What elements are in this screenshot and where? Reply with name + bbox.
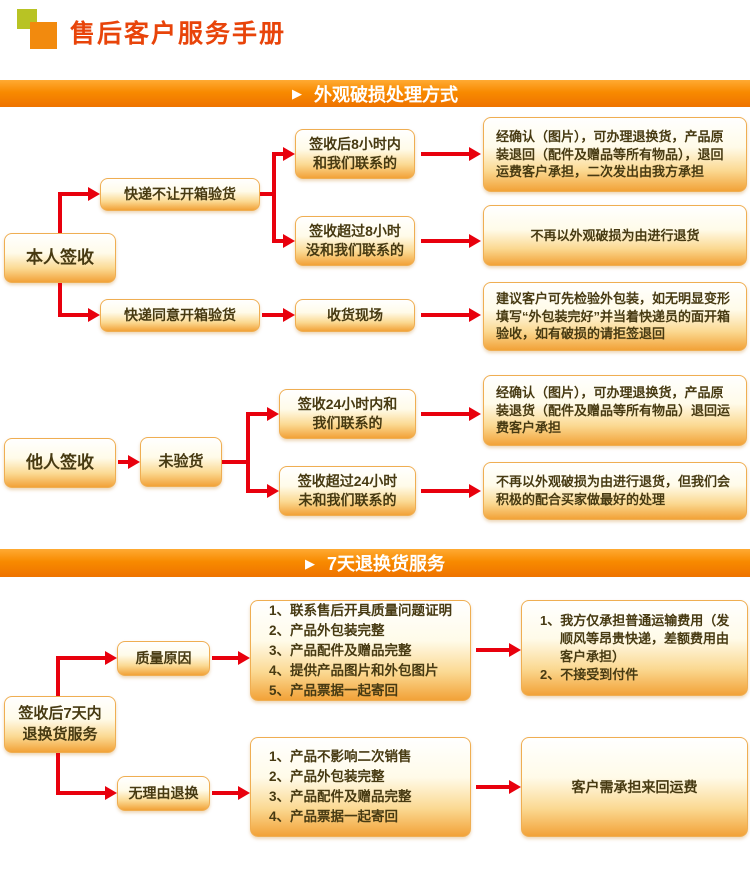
connector-scene-result bbox=[421, 313, 469, 317]
result-over-8h: 不再以外观破损为由进行退货 bbox=[483, 205, 747, 266]
list-item: 4、提供产品图片和外包图片 bbox=[269, 662, 439, 678]
connector-root-down bbox=[56, 753, 60, 795]
result-within-8h: 经确认（图片），可办理退换货，产品原装退回（配件及赠品等所有物品），退回运费客户… bbox=[483, 117, 747, 192]
connector-noreason-list bbox=[212, 791, 238, 795]
arrowhead-to-noreason-result bbox=[509, 780, 521, 794]
banner-7day-return: ▶ 7天退换货服务 bbox=[0, 549, 750, 577]
connector-qlist-result bbox=[476, 648, 509, 652]
arrowhead-to-no-open bbox=[88, 187, 100, 201]
no-reason-result-box: 客户需承担来回运费 bbox=[521, 737, 748, 837]
node-7day-root: 签收后7天内 退换货服务 bbox=[4, 696, 116, 753]
result-receiving-scene: 建议客户可先检验外包装，如无明显变形填写“外包装完好”并当着快递员的面开箱验收，… bbox=[483, 282, 747, 351]
arrowhead-to-quality-list bbox=[238, 651, 250, 665]
list-item: 2、产品外包装完整 bbox=[269, 769, 385, 784]
connector-self-sign-up-h bbox=[58, 192, 88, 196]
node-no-contact-over-24h: 签收超过24小时 未和我们联系的 bbox=[279, 466, 416, 516]
node-not-inspected: 未验货 bbox=[140, 437, 222, 487]
arrowhead-to-no-reason bbox=[105, 786, 117, 800]
connector-root-up-h bbox=[56, 656, 105, 660]
node-contact-within-24h: 签收24小时内和 我们联系的 bbox=[279, 389, 416, 439]
connector-over24-result bbox=[421, 489, 469, 493]
arrowhead-to-within-24h bbox=[267, 407, 279, 421]
node-courier-no-open: 快递不让开箱验货 bbox=[100, 178, 260, 211]
connector-root-down-h bbox=[56, 791, 105, 795]
arrowhead-to-over-8h bbox=[283, 234, 295, 248]
node-quality-reason: 质量原因 bbox=[117, 641, 210, 676]
arrowhead-to-result2 bbox=[469, 234, 481, 248]
connector-over8-result bbox=[421, 239, 469, 243]
arrowhead-to-result3 bbox=[469, 308, 481, 322]
connector-within24-result bbox=[421, 412, 469, 416]
connector-self-sign-down bbox=[58, 283, 62, 315]
quality-result-box: 1、我方仅承担普通运输费用（发顺风等昂贵快递，差额费用由客户承担） 2、不接受到… bbox=[521, 600, 748, 696]
connector-no-open-split bbox=[272, 152, 276, 243]
node-no-contact-over-8h: 签收超过8小时 没和我们联系的 bbox=[295, 216, 415, 266]
list-item: 2、不接受到付件 bbox=[540, 667, 639, 682]
connector-nlist-result bbox=[476, 785, 509, 789]
connector-self-sign-up bbox=[58, 194, 62, 233]
page-title: 售后客户服务手册 bbox=[70, 20, 287, 48]
arrowhead-to-agree-open bbox=[88, 308, 100, 322]
connector-agree-scene bbox=[262, 313, 283, 317]
arrowhead-to-result1 bbox=[469, 147, 481, 161]
list-item: 1、联系售后开具质量问题证明 bbox=[269, 602, 453, 618]
list-item: 1、我方仅承担普通运输费用（发顺风等昂贵快递，差额费用由客户承担） bbox=[540, 613, 730, 664]
arrowhead-to-result5 bbox=[469, 484, 481, 498]
connector-root-up bbox=[56, 658, 60, 696]
list-item: 2、产品外包装完整 bbox=[269, 622, 385, 638]
connector-self-sign-down-h bbox=[58, 313, 88, 317]
banner-arrow-icon: ▶ bbox=[304, 555, 315, 571]
banner-7day-return-label: 7天退换货服务 bbox=[326, 554, 445, 574]
banner-appearance-damage-label: 外观破损处理方式 bbox=[314, 84, 458, 105]
connector-within8-result bbox=[421, 152, 469, 156]
list-item: 4、产品票据一起寄回 bbox=[269, 809, 399, 824]
node-self-sign: 本人签收 bbox=[4, 233, 116, 283]
node-no-reason-return: 无理由退换 bbox=[117, 776, 210, 811]
connector-other-sign bbox=[118, 460, 128, 464]
node-contact-within-8h: 签收后8小时内 和我们联系的 bbox=[295, 129, 415, 179]
arrowhead-to-quality bbox=[105, 651, 117, 665]
connector-not-inspected-out bbox=[222, 460, 250, 464]
list-item: 5、产品票据一起寄回 bbox=[269, 682, 399, 698]
no-reason-requirements-list: 1、产品不影响二次销售 2、产品外包装完整 3、产品配件及赠品完整 4、产品票据… bbox=[250, 737, 471, 837]
banner-arrow-icon: ▶ bbox=[292, 86, 302, 101]
connector-not-inspected-split bbox=[246, 412, 250, 493]
connector-not-inspected-down-h bbox=[246, 489, 267, 493]
connector-not-inspected-up-h bbox=[246, 412, 267, 416]
arrowhead-to-scene bbox=[283, 308, 295, 322]
arrowhead-to-quality-result bbox=[509, 643, 521, 657]
list-item: 3、产品配件及赠品完整 bbox=[269, 789, 412, 804]
arrowhead-to-over-24h bbox=[267, 484, 279, 498]
arrowhead-to-within-8h bbox=[283, 147, 295, 161]
result-within-24h: 经确认（图片），可办理退换货，产品原装退货（配件及赠品等所有物品）退回运费客户承… bbox=[483, 375, 747, 446]
list-item: 3、产品配件及赠品完整 bbox=[269, 642, 412, 658]
arrowhead-to-noreason-list bbox=[238, 786, 250, 800]
connector-no-open-out bbox=[260, 192, 276, 196]
node-receiving-scene: 收货现场 bbox=[295, 299, 415, 332]
banner-appearance-damage: ▶ 外观破损处理方式 bbox=[0, 80, 750, 107]
connector-no-open-up-h bbox=[272, 152, 283, 156]
arrowhead-to-not-inspected bbox=[128, 455, 140, 469]
node-courier-agree-open: 快递同意开箱验货 bbox=[100, 299, 260, 332]
node-other-sign: 他人签收 bbox=[4, 438, 116, 488]
list-item: 1、产品不影响二次销售 bbox=[269, 749, 412, 764]
connector-quality-list bbox=[212, 656, 238, 660]
result-over-24h: 不再以外观破损为由进行退货，但我们会积极的配合买家做最好的处理 bbox=[483, 462, 747, 520]
quality-requirements-list: 1、联系售后开具质量问题证明 2、产品外包装完整 3、产品配件及赠品完整 4、提… bbox=[250, 600, 471, 701]
arrowhead-to-result4 bbox=[469, 407, 481, 421]
logo-orange-square-icon bbox=[30, 22, 57, 49]
connector-no-open-down-h bbox=[272, 239, 283, 243]
